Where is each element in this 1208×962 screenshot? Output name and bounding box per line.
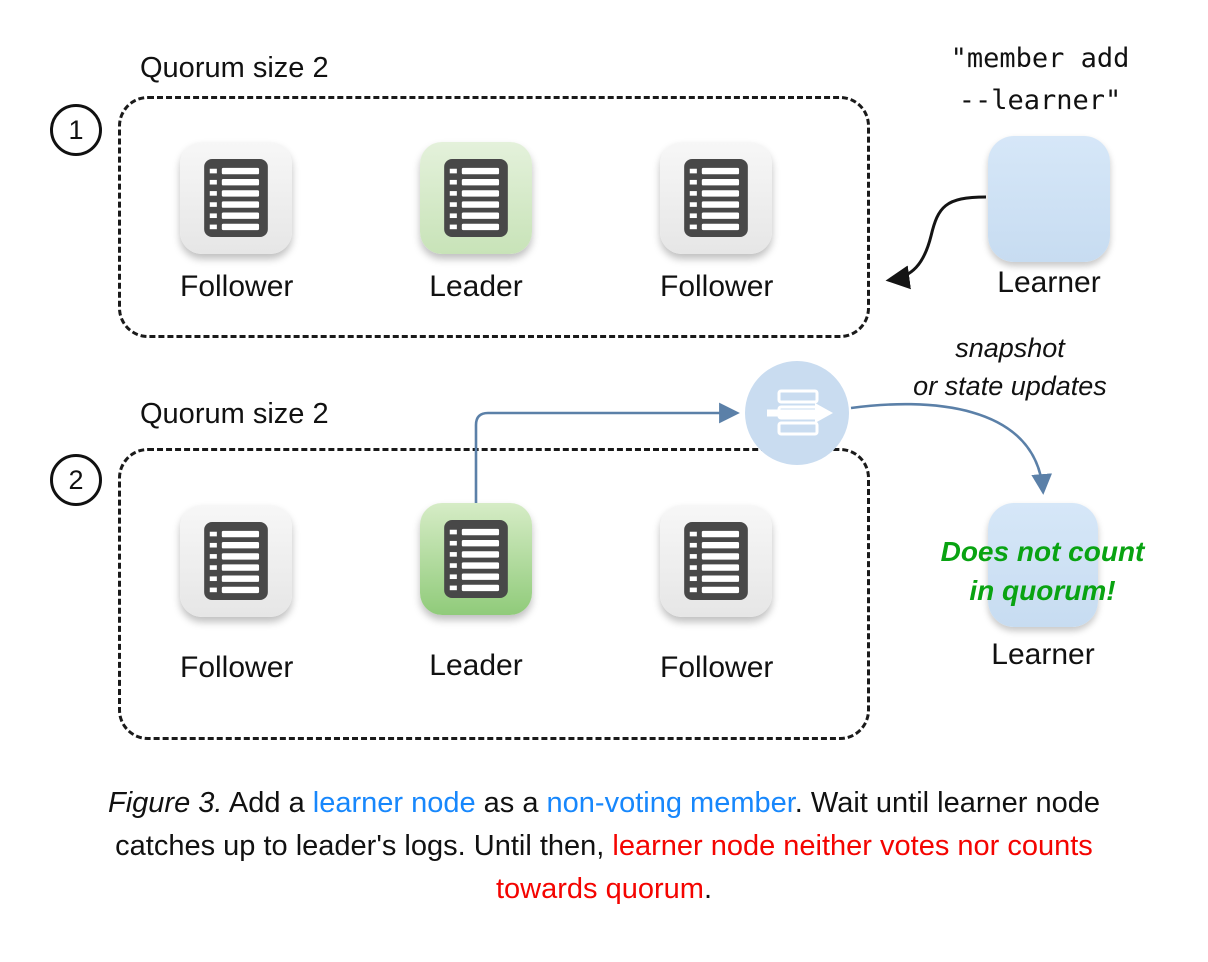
node-role-label: Follower bbox=[660, 651, 774, 684]
node-role-label: Leader bbox=[429, 270, 523, 303]
node-follower-1b: Follower bbox=[660, 142, 774, 304]
caption-text: as a bbox=[475, 787, 547, 819]
ledger-icon bbox=[660, 142, 772, 254]
ledger-icon bbox=[180, 142, 292, 254]
node-leader-1: Leader bbox=[420, 142, 532, 304]
learner-label-1: Learner bbox=[997, 266, 1101, 299]
learner-label-2: Learner bbox=[991, 638, 1095, 671]
node-role-label: Follower bbox=[180, 651, 294, 684]
quorum-note: Does not count in quorum! bbox=[940, 536, 1145, 607]
quorum-label-2: Quorum size 2 bbox=[140, 398, 329, 430]
caption-non-voting-member-blue: non-voting member bbox=[546, 787, 795, 819]
caption-text: . Wait until learner node catches up to … bbox=[115, 787, 1100, 862]
node-leader-2: Leader bbox=[420, 503, 532, 683]
snapshot-transfer-icon bbox=[745, 361, 849, 465]
learner-box-2 bbox=[988, 503, 1098, 627]
node-follower-2b: Follower bbox=[660, 505, 774, 685]
step-1-badge: 1 bbox=[50, 104, 102, 156]
caption-warning-red: learner node neither votes nor counts to… bbox=[496, 829, 1093, 905]
cluster-box-1 bbox=[118, 96, 870, 338]
node-role-label: Leader bbox=[429, 649, 523, 682]
transfer-label: snapshot or state updates bbox=[913, 333, 1107, 401]
snapshot-to-learner-arrow bbox=[850, 402, 1053, 495]
figure-caption: Figure 3. Add a learner node as a non-vo… bbox=[104, 782, 1104, 911]
add-learner-arrow bbox=[885, 195, 987, 290]
ledger-icon bbox=[420, 503, 532, 615]
node-role-label: Follower bbox=[660, 270, 774, 303]
node-role-label: Follower bbox=[180, 270, 294, 303]
ledger-icon bbox=[180, 505, 292, 617]
ledger-icon bbox=[660, 505, 772, 617]
quorum-label-1: Quorum size 2 bbox=[140, 52, 329, 84]
caption-figure-label: Figure 3. bbox=[108, 787, 223, 819]
ledger-icon bbox=[420, 142, 532, 254]
member-add-command: "member add --learner" bbox=[950, 43, 1130, 116]
step-2-badge: 2 bbox=[50, 454, 102, 506]
learner-box-1 bbox=[988, 136, 1110, 262]
caption-learner-node-blue: learner node bbox=[312, 787, 476, 819]
node-follower-2a: Follower bbox=[180, 505, 294, 685]
caption-text: Add a bbox=[222, 787, 313, 819]
node-follower-1a: Follower bbox=[180, 142, 294, 304]
caption-text: . bbox=[703, 872, 712, 905]
